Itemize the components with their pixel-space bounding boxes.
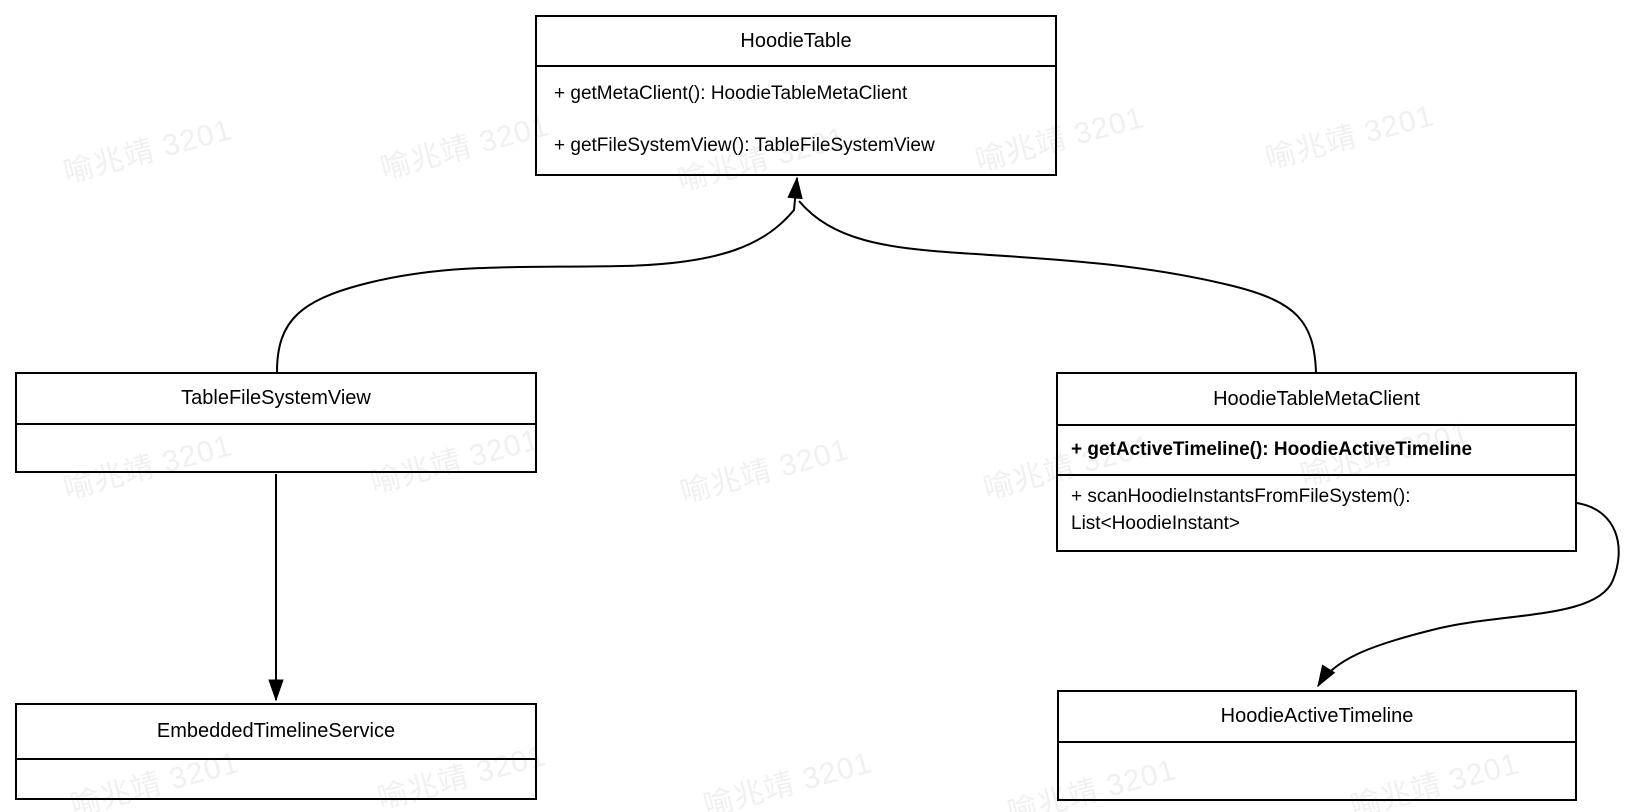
watermark-text: 喻兆靖 3201 bbox=[677, 433, 853, 510]
class-title: HoodieTable bbox=[537, 17, 1055, 67]
class-hoodie-table-meta-client[interactable]: HoodieTableMetaClient + getActiveTimelin… bbox=[1056, 372, 1577, 552]
edge-tablefilesystemview-to-hoodietable[interactable] bbox=[276, 176, 803, 373]
class-table-file-system-view[interactable]: TableFileSystemView bbox=[15, 372, 537, 473]
class-title: HoodieActiveTimeline bbox=[1059, 692, 1575, 743]
class-title: EmbeddedTimelineService bbox=[17, 705, 535, 760]
class-methods-section: + getMetaClient(): HoodieTableMetaClient… bbox=[537, 67, 1055, 172]
class-method: + scanHoodieInstantsFromFileSystem(): Li… bbox=[1058, 474, 1575, 548]
class-hoodie-table[interactable]: HoodieTable + getMetaClient(): HoodieTab… bbox=[535, 15, 1057, 176]
edge-hoodietablemetaclient-to-hoodietable[interactable] bbox=[798, 200, 1317, 373]
class-hoodie-active-timeline[interactable]: HoodieActiveTimeline bbox=[1057, 690, 1577, 801]
watermark-text: 喻兆靖 3201 bbox=[60, 113, 236, 190]
class-title: TableFileSystemView bbox=[17, 374, 535, 425]
watermark-text: 喻兆靖 3201 bbox=[700, 746, 876, 812]
class-empty-section bbox=[1059, 743, 1575, 797]
class-method: + getFileSystemView(): TableFileSystemVi… bbox=[554, 135, 935, 156]
class-title: HoodieTableMetaClient bbox=[1058, 374, 1575, 426]
class-empty-section bbox=[17, 760, 535, 798]
watermark-text: 喻兆靖 3201 bbox=[1262, 99, 1438, 176]
class-empty-section bbox=[17, 425, 535, 471]
edge-hoodietablemetaclient-to-hoodieactivetimeline[interactable] bbox=[1317, 502, 1620, 688]
class-method: + getActiveTimeline(): HoodieActiveTimel… bbox=[1071, 439, 1473, 460]
class-method: + getMetaClient(): HoodieTableMetaClient bbox=[554, 83, 908, 104]
class-embedded-timeline-service[interactable]: EmbeddedTimelineService bbox=[15, 703, 537, 800]
watermark-text: 喻兆靖 3201 bbox=[377, 109, 553, 186]
